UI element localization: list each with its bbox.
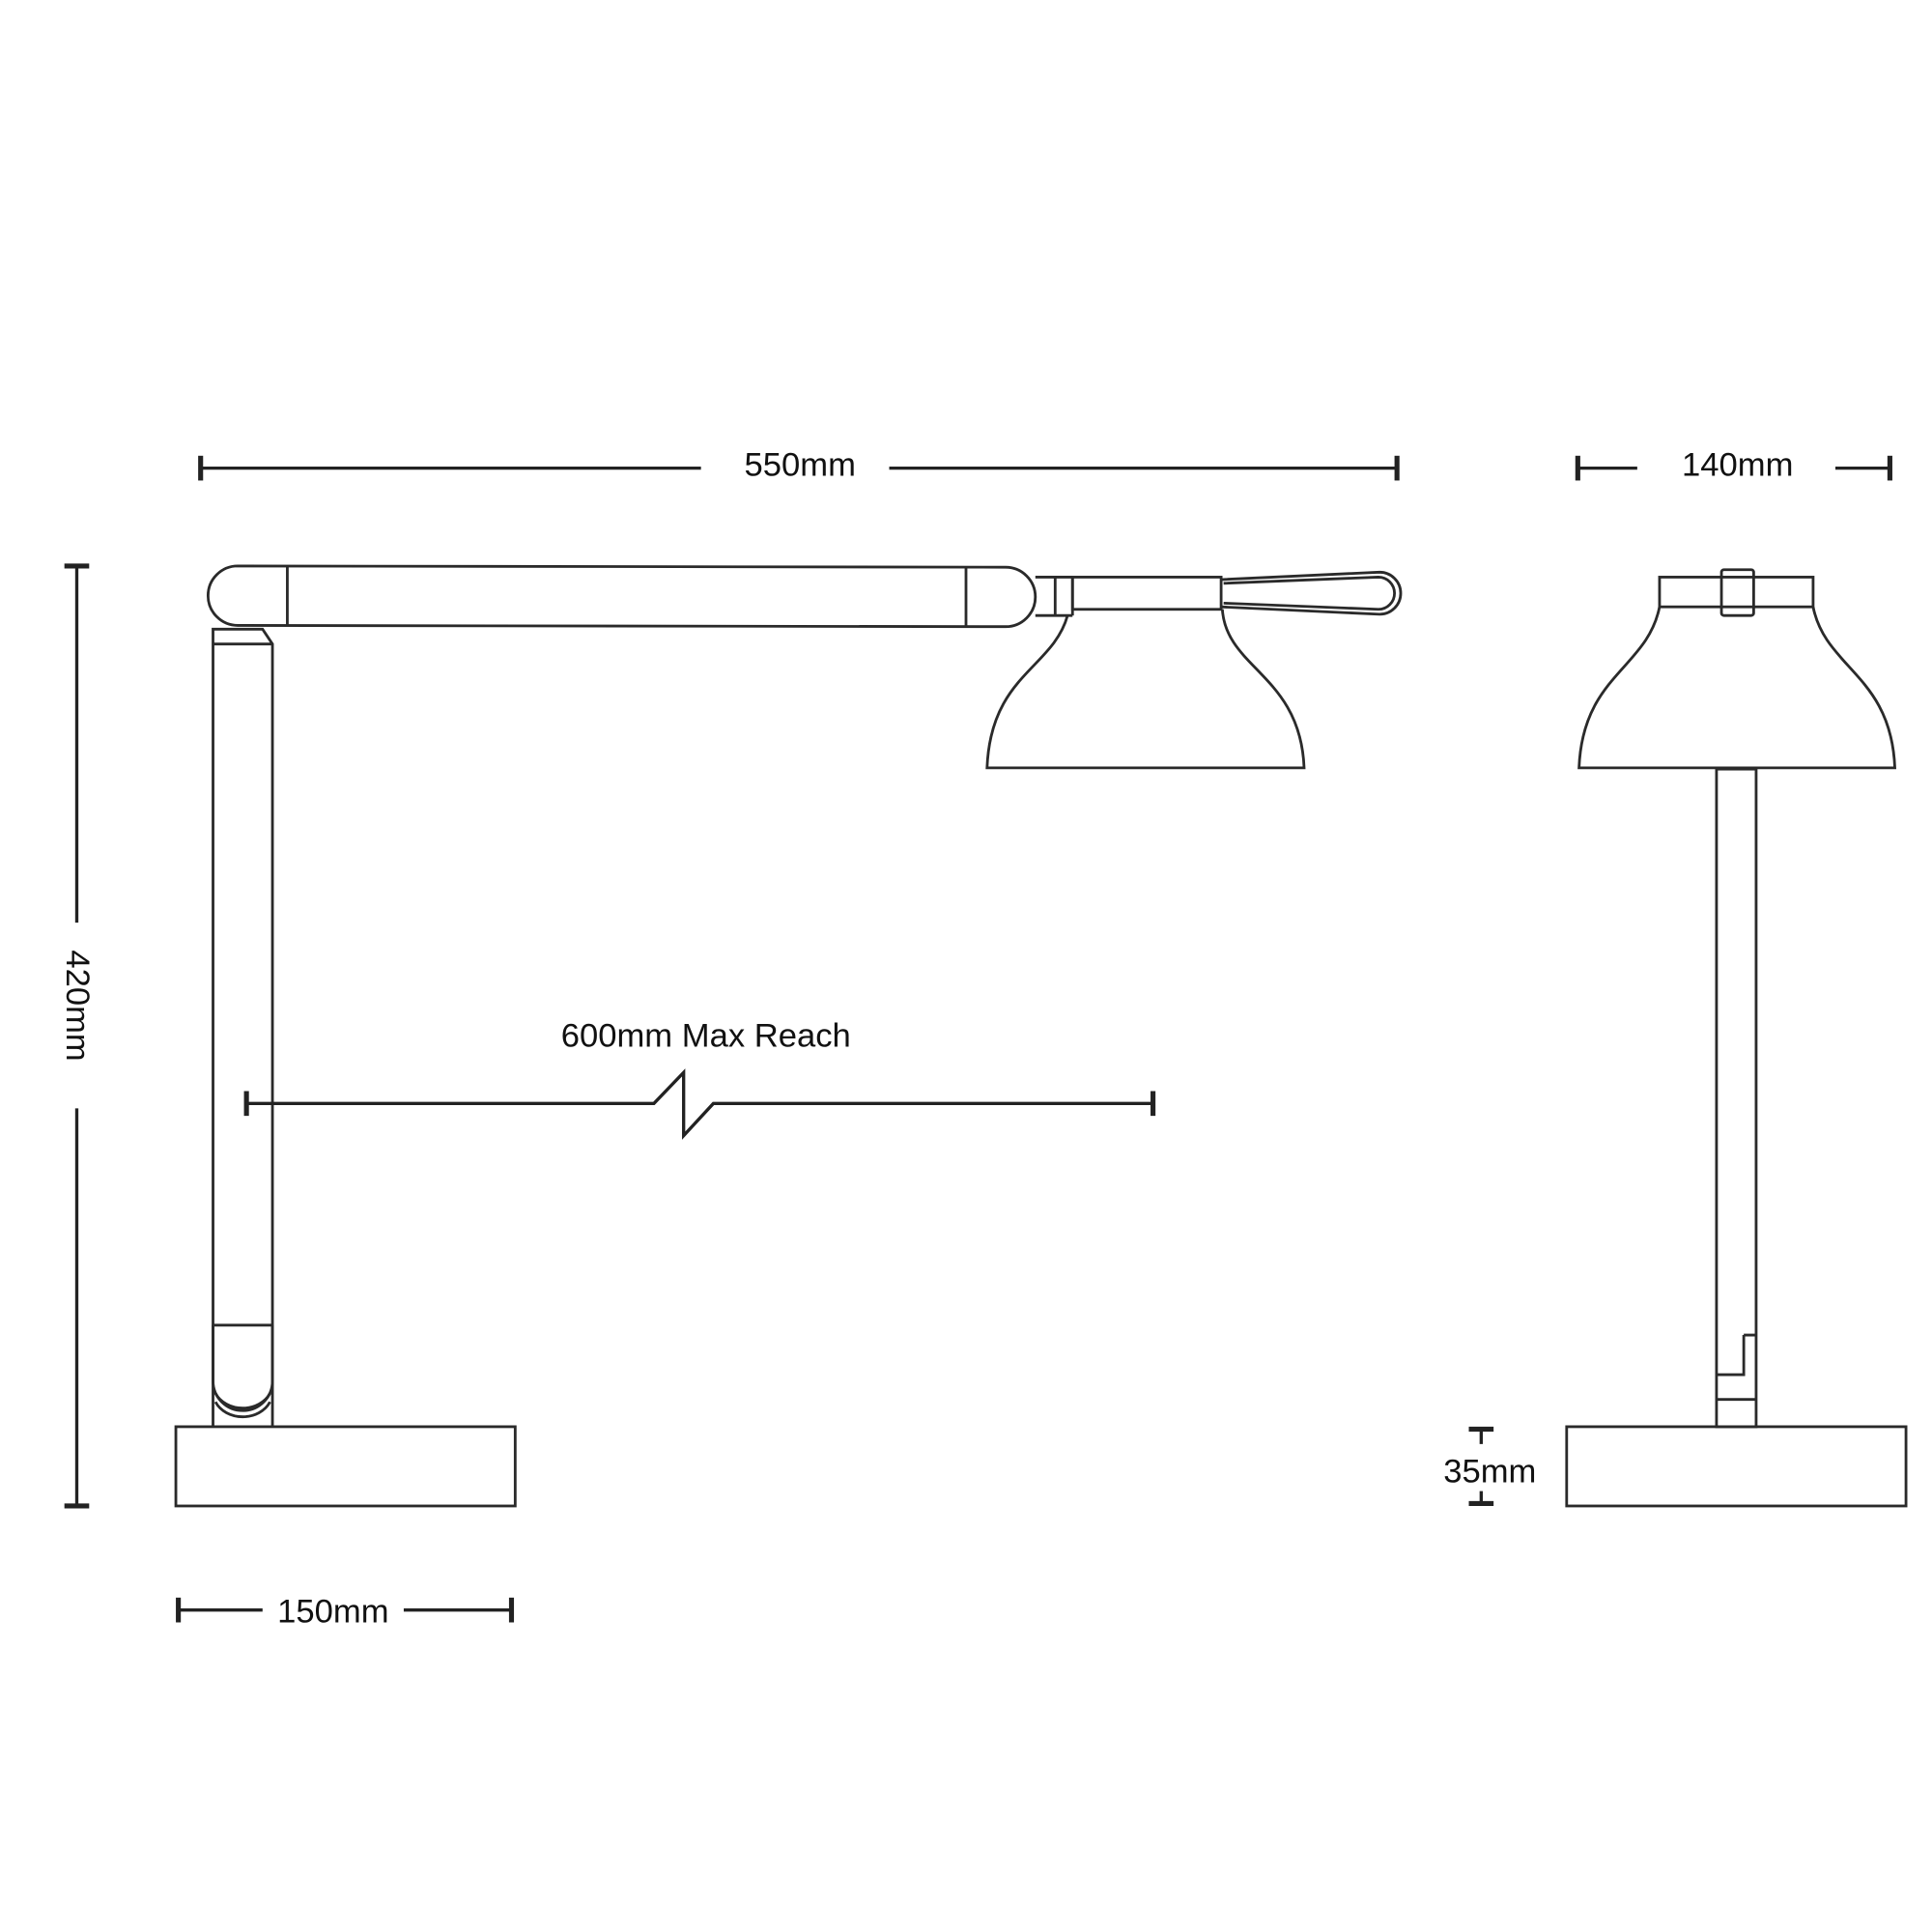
shade-handle xyxy=(1221,570,1403,616)
side-base xyxy=(174,1425,517,1508)
dim-label-base-width: 150mm xyxy=(277,1593,388,1630)
front-post-joint xyxy=(1716,1333,1756,1402)
front-knob xyxy=(1719,568,1755,617)
dim-height: 420mm xyxy=(59,563,96,1509)
front-shade xyxy=(1577,606,1897,770)
dim-head-width: 140mm xyxy=(1575,446,1892,483)
side-view xyxy=(174,564,1403,1508)
front-view xyxy=(1565,568,1908,1508)
horizontal-arm xyxy=(207,564,1223,629)
dim-label-height: 420mm xyxy=(59,950,96,1061)
dim-label-base-height: 35mm xyxy=(1443,1454,1536,1491)
vertical-post xyxy=(212,627,274,1427)
dim-label-head-width: 140mm xyxy=(1682,446,1793,483)
dim-overall-width: 550mm xyxy=(198,446,1400,483)
side-shade xyxy=(985,609,1306,770)
front-collar xyxy=(1658,576,1815,609)
front-base xyxy=(1565,1425,1908,1508)
dim-base-width: 150mm xyxy=(176,1593,515,1630)
dim-label-max-reach: 600mm Max Reach xyxy=(561,1017,851,1054)
shade-handle-inner xyxy=(1223,576,1396,611)
dim-label-overall-width: 550mm xyxy=(745,446,856,483)
front-post xyxy=(1715,767,1758,1429)
dim-max-reach: 600mm Max Reach xyxy=(243,1017,1156,1140)
dim-base-height: 35mm xyxy=(1443,1426,1536,1506)
